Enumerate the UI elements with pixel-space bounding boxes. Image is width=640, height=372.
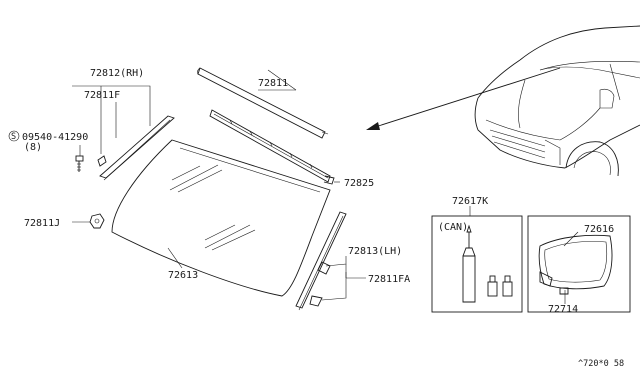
label-72825: 72825 [344, 178, 374, 189]
screw [75, 155, 84, 172]
rh-side-molding [97, 115, 175, 181]
part-labels: 72812(RH) 72811F 72811 72825 S 09540-412… [8, 68, 614, 315]
label-72811FA: 72811FA [368, 274, 410, 285]
screw-prefix: S [11, 132, 16, 142]
label-72811: 72811 [258, 78, 288, 89]
sealant-kit-box [431, 215, 523, 313]
windshield-glass [111, 139, 331, 297]
label-72714: 72714 [548, 304, 578, 315]
diagram-code: ^720*0 58 [578, 359, 624, 369]
upper-retainer [209, 109, 335, 185]
lh-side-molding [295, 211, 347, 311]
label-72613: 72613 [168, 270, 198, 281]
label-screw-qty: (8) [24, 142, 42, 153]
label-72811F: 72811F [84, 90, 120, 101]
label-09540-41290: 09540-41290 [22, 132, 88, 143]
leader-lines [72, 69, 579, 304]
dam-rubber-box [527, 215, 631, 313]
car-illustration [474, 25, 640, 177]
label-can: (CAN) [438, 222, 468, 233]
label-72812: 72812(RH) [90, 68, 144, 79]
label-72811J: 72811J [24, 218, 60, 229]
label-72616: 72616 [584, 224, 614, 235]
screw-callout: S 09540-41290 (8) [8, 130, 88, 153]
label-72617K: 72617K [452, 196, 488, 207]
label-72813: 72813(LH) [348, 246, 402, 257]
upper-molding [197, 67, 329, 139]
clip [89, 213, 105, 229]
pointer-arrow [366, 67, 561, 130]
